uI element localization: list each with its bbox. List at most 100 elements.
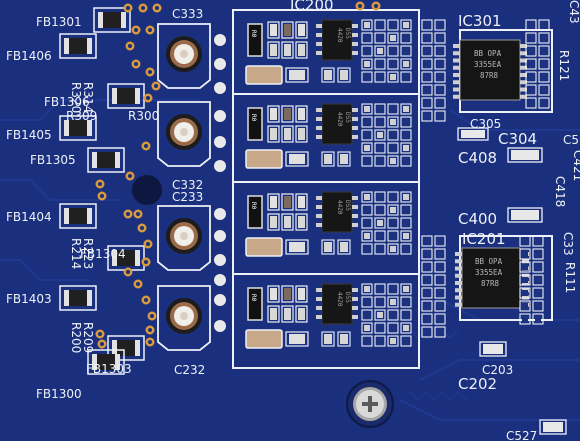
pad <box>390 119 396 125</box>
pad-outline <box>374 243 386 255</box>
bead-end <box>135 88 140 104</box>
via-hole <box>146 242 150 246</box>
pad-outline <box>400 103 412 115</box>
smd-cap <box>284 44 291 56</box>
cap-silk <box>157 285 211 351</box>
pad <box>437 113 443 119</box>
ic-pin <box>352 126 358 130</box>
smd-cap <box>289 154 305 164</box>
smd-cap <box>284 288 291 300</box>
via-hole <box>155 6 159 10</box>
pad <box>437 329 443 335</box>
cap-center <box>180 128 188 136</box>
ferrite-bead-outline <box>107 335 145 361</box>
smd-cap <box>270 288 277 300</box>
smd-cap <box>483 344 503 354</box>
pad-outline <box>374 116 386 128</box>
pad-outline <box>525 32 537 44</box>
pad <box>364 48 370 54</box>
pad <box>541 22 547 28</box>
label-fb1304: FB1304 <box>80 247 126 261</box>
pad <box>541 74 547 80</box>
smd-cap <box>511 210 539 220</box>
bead-end <box>87 120 92 136</box>
pad <box>541 61 547 67</box>
ic-pin <box>520 58 527 63</box>
ic-pin <box>316 306 322 310</box>
smd-part <box>340 70 348 80</box>
test-pad <box>214 160 226 172</box>
pad <box>424 264 430 270</box>
pad-outline <box>400 155 412 167</box>
pad <box>364 35 370 41</box>
ic-pin <box>520 73 527 77</box>
pad-outline <box>337 67 351 83</box>
small-ic-marking: D55 <box>344 292 351 303</box>
ic-pin <box>352 51 358 55</box>
cap-outline <box>281 193 294 211</box>
cap-outline <box>295 41 308 59</box>
pad <box>377 207 383 213</box>
pad-outline <box>400 45 412 57</box>
pad <box>364 194 370 200</box>
via-hole <box>126 270 130 274</box>
smd-cap <box>270 24 277 36</box>
label-c43: C43 <box>567 0 580 24</box>
label-c527: C527 <box>506 429 537 441</box>
smd-cap <box>270 216 277 228</box>
smd-cap <box>543 422 563 432</box>
svg-text:3355EA: 3355EA <box>475 268 503 277</box>
cap-center <box>180 232 188 240</box>
cap-outline <box>295 285 308 303</box>
cap-outline <box>267 305 280 323</box>
label-r214: R214 <box>69 238 83 269</box>
pad <box>528 87 534 93</box>
ic-pin <box>453 51 460 56</box>
pad-outline <box>400 322 412 334</box>
pad <box>528 74 534 80</box>
small-ic <box>321 283 353 325</box>
pad <box>377 106 383 112</box>
pad <box>424 316 430 322</box>
pad-outline <box>374 71 386 83</box>
pad <box>522 277 528 283</box>
pad <box>528 22 534 28</box>
pad <box>424 87 430 93</box>
label-c418: C418 <box>553 176 567 207</box>
pad-outline <box>538 19 550 31</box>
ic301-marking: BB OPA 3355EA 87R8 <box>474 49 502 80</box>
ic-pin <box>352 297 358 301</box>
pad-outline <box>321 151 335 167</box>
label-c332: C332 <box>172 178 203 192</box>
label-ic200: IC200 <box>290 0 334 14</box>
pad-outline <box>361 217 373 229</box>
pad-outline <box>374 296 386 308</box>
bead-end <box>87 38 92 54</box>
pad <box>424 277 430 283</box>
pad-outline <box>361 191 373 203</box>
via-hole <box>148 340 152 344</box>
pad-outline <box>374 309 386 321</box>
pad <box>403 145 409 151</box>
ic-pin <box>453 73 460 77</box>
pad-outline <box>525 45 537 57</box>
smd-cap <box>289 70 305 80</box>
cap-outline <box>281 105 294 123</box>
pad <box>364 246 370 252</box>
smd-part <box>324 334 332 344</box>
ferrite-bead <box>92 354 120 370</box>
pad <box>377 286 383 292</box>
smd-cap <box>270 128 277 140</box>
pad-outline <box>387 243 399 255</box>
pad <box>522 251 528 257</box>
silkscreen-labels: IC200 IC301 IC201 C333 C332 C233 C232 FB… <box>6 0 580 441</box>
pad-outline <box>519 261 531 273</box>
label-fb1404: FB1404 <box>6 210 52 224</box>
pad <box>403 312 409 318</box>
label-c202: C202 <box>458 375 497 393</box>
pad-outline <box>400 243 412 255</box>
bead-end <box>87 208 92 224</box>
smd-cap <box>511 150 539 160</box>
pad <box>390 61 396 67</box>
